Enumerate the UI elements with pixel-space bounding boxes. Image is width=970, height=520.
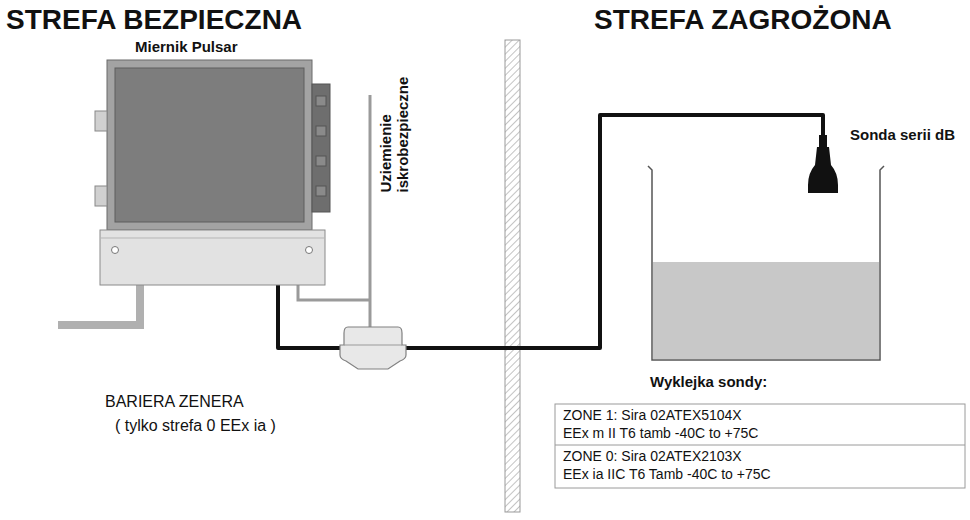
ground-wire (298, 284, 370, 300)
zone-wall (505, 40, 520, 512)
probe-symbol (808, 135, 838, 193)
ground-label: Uziemienie iskrobezpieczne (377, 58, 411, 193)
probe-name: Sonda serii dB (850, 126, 955, 144)
zener-barrier-symbol: BARIERA ZENERA ( tylko strefa 0 EEx ia ) (100, 322, 410, 446)
meter-name: Miernik Pulsar (135, 38, 238, 56)
zone-heading: STREFA BEZPIECZNA (6, 3, 302, 37)
ground-line (369, 95, 372, 327)
probe-symbol: Sonda serii dB (806, 124, 966, 194)
table-heading: Wyklejka sondy: (650, 373, 767, 391)
table-cell: ZONE 0: Sira 02ATEX2103X (563, 448, 742, 465)
label-table (555, 370, 967, 520)
barrier-note: ( tylko strefa 0 EEx ia ) (115, 416, 276, 435)
table-cell: ZONE 1: Sira 02ATEX5104X (563, 407, 742, 424)
zone-heading: STREFA ZAGROŻONA (594, 3, 892, 37)
barrier-name: BARIERA ZENERA (105, 392, 244, 411)
table-cell: EEx m II T6 tamb -40C to +75C (563, 425, 758, 442)
label-table: Wyklejka sondy:ZONE 1: Sira 02ATEX5104XE… (555, 370, 967, 520)
signal-cable (406, 115, 823, 348)
table-cell: EEx ia IIC T6 Tamb -40C to +75C (563, 466, 771, 483)
meter-housing (95, 36, 335, 285)
signal-cable (278, 285, 340, 348)
tank-liquid (653, 262, 879, 359)
meter-housing: Miernik Pulsar (95, 36, 335, 285)
tank-outline (648, 166, 884, 360)
zener-barrier-symbol (340, 325, 406, 371)
meter-conduit (58, 284, 140, 325)
